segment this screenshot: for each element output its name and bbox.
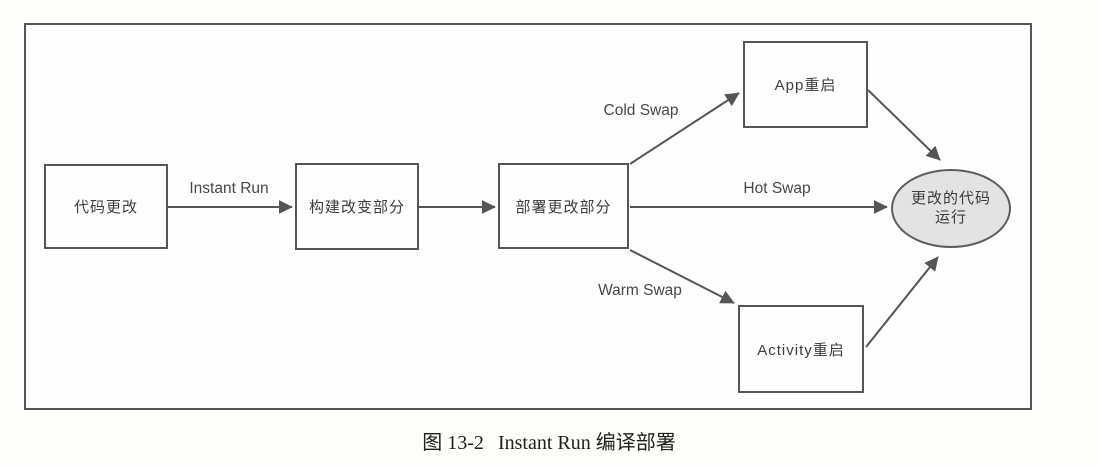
node-changed-code-run-label-line2: 运行 (934, 208, 967, 226)
node-app-restart: App重启 (743, 41, 868, 128)
figure-caption-title: Instant Run 编译部署 (497, 432, 676, 454)
edge-label-hot-swap: Hot Swap (743, 180, 811, 197)
node-app-restart-label: App重启 (774, 77, 837, 94)
edge-label-cold-swap: Cold Swap (603, 102, 679, 119)
node-changed-code-run: 更改的代码 运行 (891, 169, 1011, 248)
figure-caption: 图 13-2 Instant Run 编译部署 (0, 426, 1098, 455)
node-build-changed-label: 构建改变部分 (308, 199, 405, 216)
node-code-change-label: 代码更改 (73, 199, 138, 216)
figure-caption-number: 图 13-2 (422, 432, 484, 454)
node-deploy-changed-label: 部署更改部分 (515, 198, 612, 216)
node-build-changed: 构建改变部分 (295, 163, 419, 250)
node-changed-code-run-label-line1: 更改的代码 (910, 189, 991, 207)
node-activity-restart: Activity重启 (738, 305, 864, 393)
node-activity-restart-label: Activity重启 (757, 341, 845, 359)
edge-label-warm-swap: Warm Swap (598, 282, 682, 299)
node-deploy-changed: 部署更改部分 (498, 163, 629, 249)
node-code-change: 代码更改 (44, 164, 168, 249)
edge-label-instant-run: Instant Run (189, 180, 269, 197)
